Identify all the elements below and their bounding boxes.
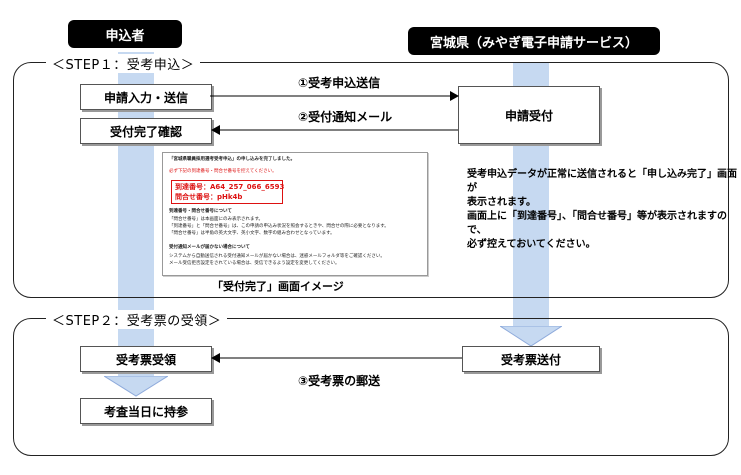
send-arrow [210, 91, 459, 101]
mail-arrow-label: ②受付通知メール [298, 110, 393, 124]
mail-arrow [211, 125, 458, 135]
send-box: 受考票送付 [462, 346, 600, 372]
completion-screen-image: 「宮城県職員採用選考受考申込」の申し込みを完了しました。 必ず下記の到達番号・問… [162, 152, 428, 276]
receive-box: 受考票受領 [80, 346, 212, 372]
shot-line: 「問合せ番号」は本画面にのみ表示されます。 [169, 217, 264, 222]
receipt-box: 申請受付 [458, 86, 600, 144]
completion-note: 受考申込データが正常に送信されると「申し込み完了」画面が 表示されます。 画面上… [467, 168, 741, 252]
shot-line: 「到達番号」と「問合せ番号」は、この申請の申込み状況を照会するときや、問合せの際… [169, 224, 389, 229]
screenshot-caption: 「受付完了」画面イメージ [212, 280, 344, 293]
number-box [171, 180, 283, 204]
shot-line: システムから自動送信される受付通知メールが届かない場合は、迷惑メールフォルダ等を… [169, 254, 385, 259]
input-send-box: 申請入力・送信 [80, 84, 212, 110]
shot-line: 「宮城県職員採用選考受考申込」の申し込みを完了しました。 [169, 157, 295, 162]
applicant-header: 申込者 [68, 20, 182, 48]
note-line: 必ず控えておいてください。 [467, 239, 596, 250]
applicant-down-arrow [104, 376, 168, 397]
postal-arrow-label: ③受考票の郵送 [298, 374, 381, 388]
inquiry-number: 問合せ番号：pHk4b [175, 193, 243, 201]
shot-line: 必ず下記の到達番号・問合せ番号を控えてください。 [169, 169, 277, 174]
send-arrow-label: ①受考申込送信 [298, 76, 381, 90]
shot-line: 受付通知メールが届かない場合について [169, 245, 250, 250]
bring-box: 考査当日に持参 [80, 398, 212, 424]
step2-title: ＜STEP２：受考票の受領＞ [46, 310, 228, 329]
step1-frame [13, 62, 729, 298]
shot-line: メール受信拒否設定をされている場合は、受信できるよう設定を変更してください。 [169, 261, 340, 266]
note-line: 画面上に「到達番号」、「問合せ番号」等が表示されますので、 [467, 211, 727, 236]
confirm-box: 受付完了確認 [80, 118, 212, 144]
step2-frame [13, 318, 729, 456]
shot-line: 到達番号・問合せ番号について [169, 209, 232, 214]
arrival-number: 到達番号：A64_257_066_6593 [175, 183, 285, 191]
postal-arrow [211, 353, 462, 363]
note-line: 表示されます。 [467, 197, 536, 208]
step1-title: ＜STEP１：受考申込＞ [46, 54, 201, 73]
prefecture-down-arrow [500, 326, 562, 347]
shot-line: 「問合せ番号」は半角の英大文字、英小文字、数字の組み合わせとなっています。 [169, 231, 335, 236]
note-line: 受考申込データが正常に送信されると「申し込み完了」画面が [467, 169, 737, 194]
prefecture-header: 宮城県（みやぎ電子申請サービス） [408, 27, 660, 55]
